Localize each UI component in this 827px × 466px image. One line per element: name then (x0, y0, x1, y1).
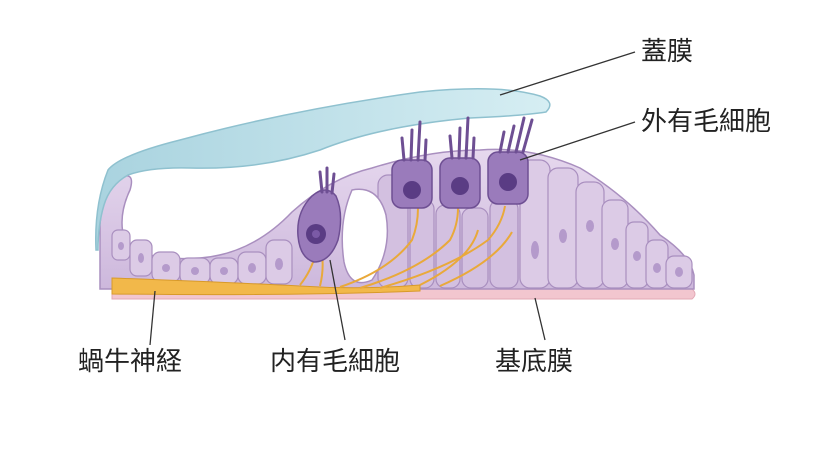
leader-inner-hair-cell (329, 259, 346, 341)
inner-hair-cell (297, 166, 342, 263)
supporting-nuclei-right (531, 220, 683, 277)
outer-hair-cell-2 (439, 116, 481, 209)
leader-basilar-membrane (534, 297, 546, 341)
nerve-fibers (299, 205, 513, 289)
label-tectorial-membrane: 蓋膜 (641, 37, 693, 67)
outer-hair-cell-1 (391, 120, 433, 209)
leader-outer-hair-cells (519, 121, 636, 161)
label-cochlear-nerve: 蝸牛神経 (78, 347, 182, 377)
label-inner-hair-cell: 内有毛細胞 (270, 347, 400, 377)
tectorial-membrane-shape (95, 88, 551, 251)
leader-cochlear-nerve (149, 290, 156, 346)
leader-tectorial (499, 51, 636, 96)
inner-sulcus-nuclei (118, 242, 283, 275)
outer-hair-cell-3 (487, 116, 534, 205)
pillar-cells (377, 174, 519, 289)
tunnel-of-corti (341, 188, 389, 284)
leader-lines (149, 51, 636, 346)
supporting-cells-right (519, 159, 693, 289)
label-outer-hair-cells: 外有毛細胞 (641, 107, 771, 137)
label-basilar-membrane: 基底膜 (495, 347, 573, 377)
cochlear-nerve-bundle (111, 277, 421, 296)
